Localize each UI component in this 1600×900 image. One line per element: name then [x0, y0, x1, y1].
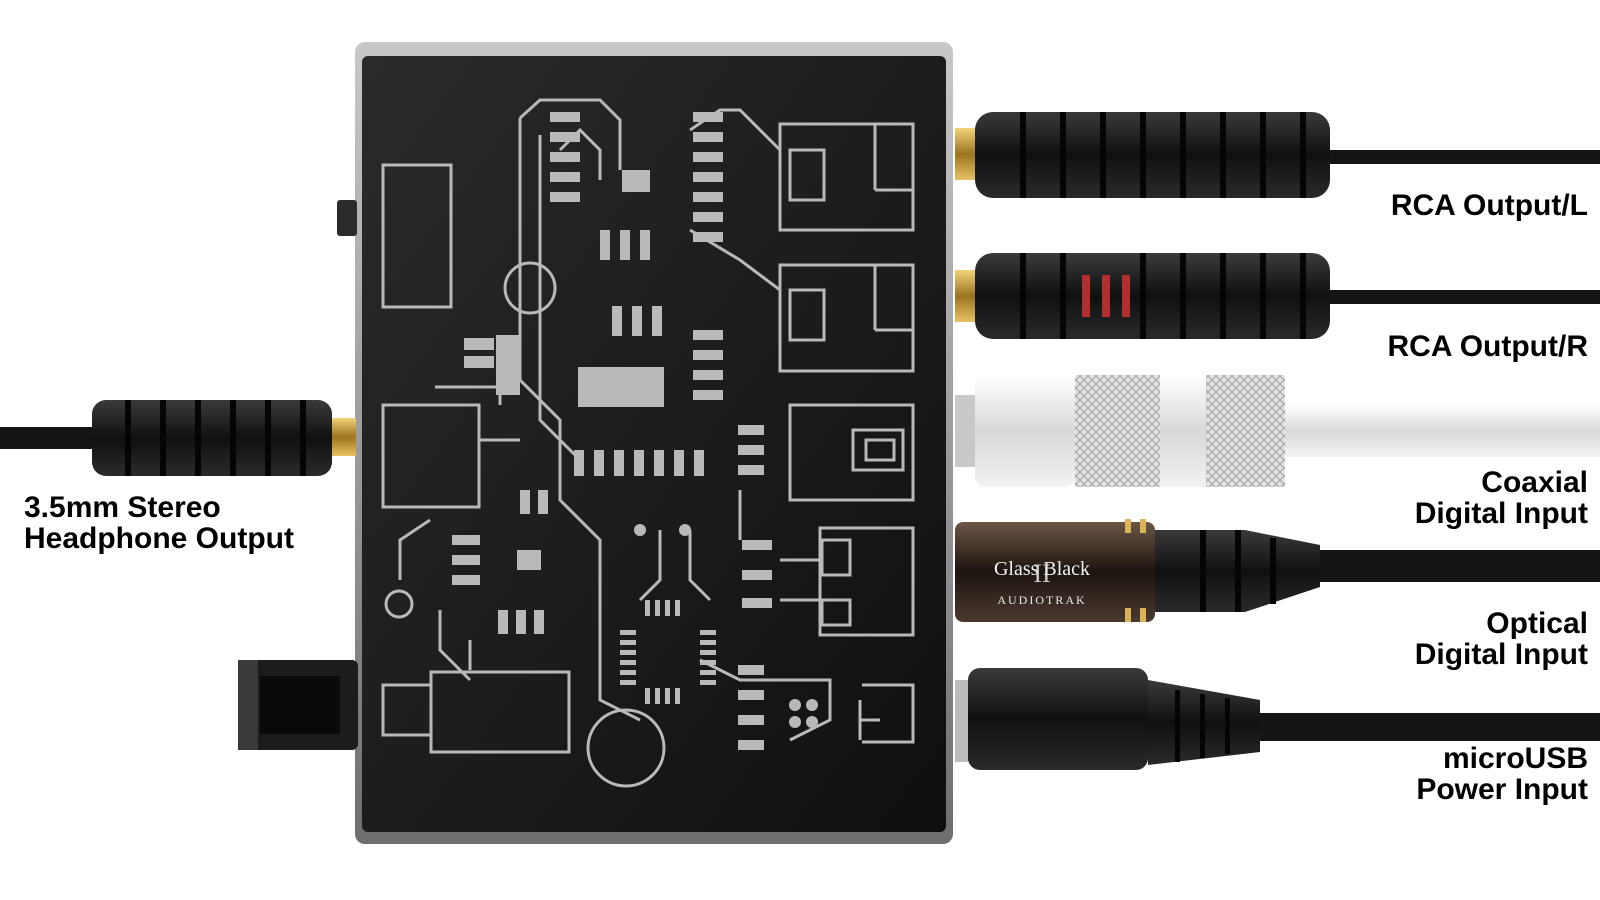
label-text: RCA Output/R — [1387, 330, 1588, 363]
label-power-input: microUSB Power Input — [1416, 743, 1588, 805]
side-switch — [337, 200, 357, 236]
cables — [0, 150, 1600, 741]
microusb-connector — [955, 668, 1260, 770]
label-line-2: Headphone Output — [24, 522, 294, 555]
label-line-1: microUSB — [1442, 742, 1588, 775]
label-line-1: Coaxial — [1481, 466, 1588, 499]
dac-body — [238, 42, 953, 844]
label-line-2: Power Input — [1416, 773, 1588, 806]
label-headphone-output: 3.5mm Stereo Headphone Output — [24, 492, 294, 554]
rca-right-connector — [955, 253, 1330, 339]
brand-maker: AUDIOTRAK — [997, 593, 1086, 607]
label-optical-input: Optical Digital Input — [1415, 608, 1588, 670]
rca-left-connector — [955, 112, 1330, 198]
volume-knob — [238, 660, 358, 750]
label-line-2: Digital Input — [1414, 638, 1588, 671]
brand-numeral: II — [1033, 559, 1050, 588]
label-line-1: 3.5mm Stereo — [24, 491, 221, 524]
headphone-connector — [92, 400, 356, 476]
label-line-1: Optical — [1486, 607, 1588, 640]
label-line-2: Digital Input — [1414, 497, 1588, 530]
label-text: RCA Output/L — [1390, 189, 1588, 222]
brand-model: Glass Black — [994, 558, 1090, 580]
optical-connector: Glass Black II AUDIOTRAK — [955, 519, 1320, 622]
coaxial-connector — [955, 375, 1285, 487]
label-rca-output-right: RCA Output/R — [1387, 331, 1588, 362]
pcb-pads — [452, 112, 818, 750]
label-rca-output-left: RCA Output/L — [1391, 190, 1588, 221]
label-coaxial-input: Coaxial Digital Input — [1415, 467, 1588, 529]
